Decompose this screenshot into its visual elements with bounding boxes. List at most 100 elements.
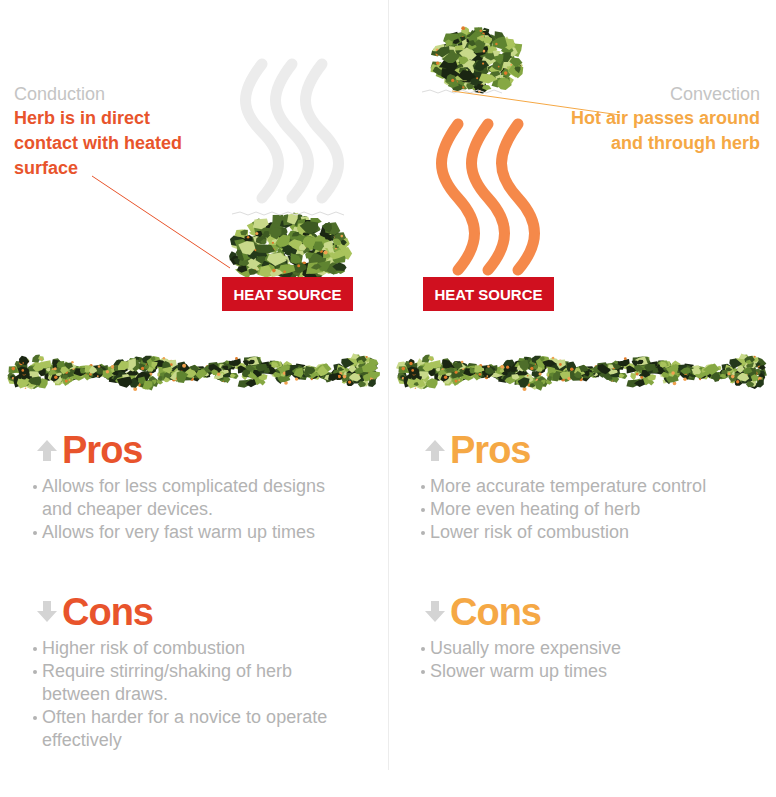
herb-leaf	[399, 366, 409, 373]
method-description: Herb is in direct contact with heated su…	[14, 106, 196, 181]
bullet-dot	[421, 670, 425, 674]
herb-leaf	[144, 365, 149, 369]
herb-leaf	[533, 365, 538, 369]
herb-leaf	[118, 361, 129, 370]
method-title: Convection	[560, 82, 760, 107]
herb-leaf	[270, 269, 283, 278]
herb-leaf	[255, 231, 262, 237]
herb-leaf	[282, 245, 293, 253]
herb-leaf	[245, 379, 256, 387]
herb-leaf	[518, 360, 529, 373]
herb-leaf	[317, 365, 329, 376]
steam-wave	[306, 64, 339, 198]
herb-leaf	[299, 244, 306, 251]
bullet-text: Often harder for a novice to operate eff…	[42, 706, 354, 752]
hot-air-wave	[502, 124, 535, 270]
herb-leaf	[726, 367, 733, 371]
cons-section: ConsUsually more expensiveSlower warm up…	[420, 590, 760, 683]
herb-leaf	[408, 367, 419, 375]
herb-speck	[552, 357, 554, 359]
herb-leaf	[349, 373, 361, 382]
herb-leaf	[333, 238, 341, 245]
herb-leaf	[328, 373, 338, 381]
herb-speck	[482, 63, 484, 65]
herb-leaf	[18, 379, 28, 387]
bullet-text: Allows for very fast warm up times	[42, 521, 354, 544]
herb-leaf	[238, 241, 255, 255]
herb-speck	[640, 376, 643, 379]
herb-leaf	[256, 364, 268, 371]
herb-speck	[510, 64, 512, 66]
herb-leaf	[479, 73, 498, 83]
herb-speck	[415, 388, 417, 390]
herb-speck	[409, 362, 412, 365]
herb-leaf	[608, 365, 614, 369]
herb-speck	[235, 357, 238, 360]
herb-speck	[480, 29, 483, 32]
herb-speck	[481, 36, 483, 38]
divider-line	[388, 0, 389, 770]
herb-leaf	[630, 373, 636, 380]
herb-leaf	[476, 61, 489, 69]
herb-leaf	[511, 374, 519, 380]
bullet-text: Usually more expensive	[430, 637, 742, 660]
herb-speck	[348, 380, 351, 383]
herb-leaf	[304, 366, 316, 374]
herb-leaf	[33, 363, 45, 372]
herb-speck	[297, 264, 300, 267]
bullet-dot	[33, 485, 37, 489]
bullet-item: Slower warm up times	[420, 660, 742, 683]
herb-leaf	[557, 360, 566, 369]
herb-speck	[500, 365, 504, 369]
herb-leaf	[644, 364, 656, 372]
herb-leaf	[366, 371, 380, 379]
herb-leaf	[450, 371, 461, 378]
bullet-item: Higher risk of combustion	[32, 637, 354, 660]
herb-leaf	[758, 373, 766, 381]
herb-speck	[97, 375, 99, 377]
down-arrow-icon	[424, 600, 446, 624]
herb-leaf	[18, 367, 29, 375]
herb-leaf	[518, 377, 530, 387]
herb-speck	[624, 357, 627, 360]
herb-leaf	[60, 366, 69, 374]
herb-speck	[736, 380, 739, 383]
herb-leaf	[177, 371, 189, 383]
herb-leaf	[292, 232, 300, 237]
herb-leaf	[300, 221, 318, 234]
bullet-text: More accurate temperature control	[430, 475, 742, 498]
bullet-text: Slower warm up times	[430, 660, 742, 683]
herb-leaf	[703, 364, 720, 376]
herb-leaf	[179, 364, 190, 372]
herb-speck	[731, 375, 735, 379]
herb-leaf	[746, 381, 754, 387]
herb-leaf	[509, 58, 522, 68]
herb-leaf	[62, 375, 68, 380]
herb-leaf	[414, 382, 419, 386]
herb-leaf	[482, 85, 491, 90]
herb-speck	[12, 367, 16, 371]
herb-leaf	[446, 74, 456, 82]
herb-speck	[530, 367, 533, 370]
herb-leaf	[497, 78, 511, 91]
herb-leaf	[492, 36, 507, 49]
herb-leaf	[619, 373, 625, 378]
herb-leaf	[358, 360, 364, 365]
herb-leaf	[248, 372, 258, 380]
bullet-dot	[33, 647, 37, 651]
herb-speck	[402, 367, 406, 371]
arrow-shape	[425, 440, 445, 461]
herb-leaf	[38, 356, 44, 362]
bullet-item: Require stirring/shaking of herb between…	[32, 660, 354, 706]
herb-leaf	[458, 56, 469, 64]
bullet-item: More even heating of herb	[420, 498, 742, 521]
herb-clump	[229, 213, 352, 281]
herb-speck	[539, 372, 542, 375]
section-heading-row: Pros	[32, 428, 372, 472]
herb-leaf	[445, 40, 452, 47]
cons-section: ConsHigher risk of combustionRequire sti…	[32, 590, 372, 752]
herb-speck	[54, 376, 57, 379]
herb-leaf	[362, 362, 378, 372]
herb-leaf	[332, 263, 346, 271]
herb-speck	[247, 236, 250, 239]
